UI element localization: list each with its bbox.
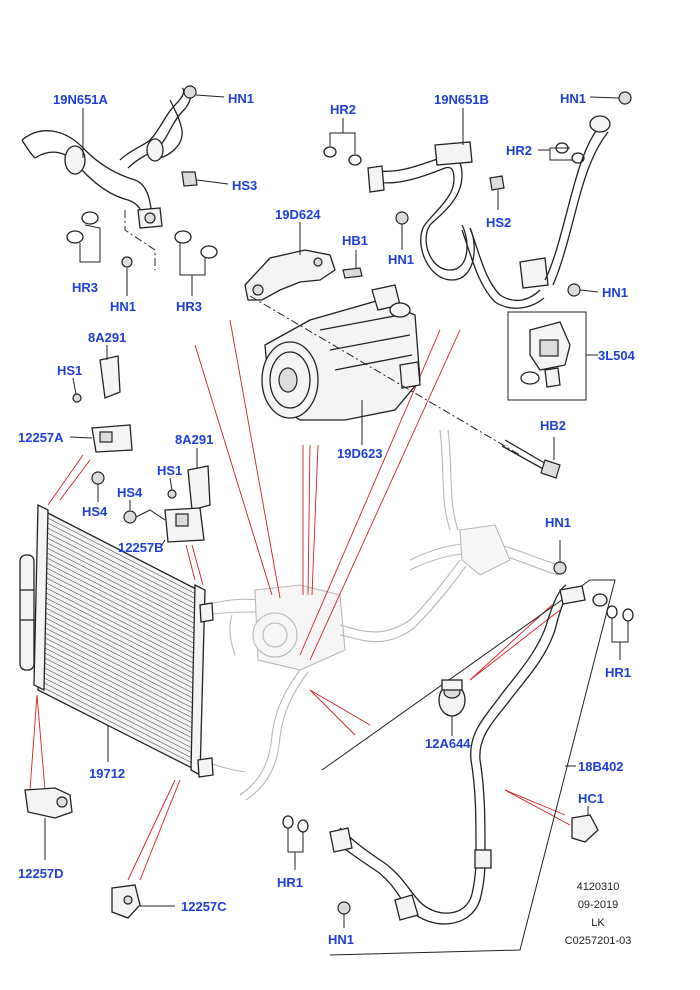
bolt-HB2 [501, 437, 561, 479]
label-18B402: 18B402 [578, 759, 624, 774]
hose-19N651B [323, 91, 632, 309]
red-leader-lines [29, 319, 571, 881]
label-3L504: 3L504 [598, 348, 636, 363]
label-HN1-bottom: HN1 [328, 932, 354, 947]
label-HR2-left: HR2 [330, 102, 356, 117]
label-19712: 19712 [89, 766, 125, 781]
part-labels: 19N651A HN1 HS3 HR3 HN1 HR3 HR2 19N651B … [18, 91, 636, 947]
label-HN1-center: HN1 [388, 252, 414, 267]
label-HN1-top-left: HN1 [228, 91, 254, 106]
bolt-axis-line [249, 295, 521, 456]
pressure-switch-3L504 [507, 311, 598, 401]
label-19N651B: 19N651B [434, 92, 489, 107]
label-HS1-upper: HS1 [57, 363, 82, 378]
label-12257B: 12257B [118, 540, 164, 555]
label-HR3-right: HR3 [176, 299, 202, 314]
label-12257A: 12257A [18, 430, 64, 445]
label-HB1: HB1 [342, 233, 368, 248]
condenser-19712 [19, 503, 214, 778]
label-12257D: 12257D [18, 866, 64, 881]
label-HR1-left: HR1 [277, 875, 303, 890]
label-HR2-right: HR2 [506, 143, 532, 158]
bracket-19D624 [244, 222, 363, 301]
installed-assembly-ghost [199, 429, 561, 801]
label-19D623: 19D623 [337, 446, 383, 461]
meta-id: 4120310 [577, 881, 620, 893]
bracket-12257A [69, 345, 133, 502]
label-12257C: 12257C [181, 899, 227, 914]
label-HS2: HS2 [486, 215, 511, 230]
label-HC1: HC1 [578, 791, 604, 806]
label-HN1-left: HN1 [110, 299, 136, 314]
label-HS1-lower: HS1 [157, 463, 182, 478]
label-HS4-right: HS4 [117, 485, 143, 500]
hose-19N651A [21, 85, 229, 296]
label-HN1-top-right: HN1 [560, 91, 586, 106]
drawing-reference-block: 4120310 09-2019 LK C0257201-03 [565, 881, 632, 947]
meta-code: C0257201-03 [565, 935, 632, 947]
hose-18B402 [282, 540, 634, 956]
bracket-12257B [123, 448, 211, 549]
label-19N651A: 19N651A [53, 92, 109, 107]
label-8A291-upper: 8A291 [88, 330, 126, 345]
compressor-19D623 [261, 284, 421, 445]
label-12A644: 12A644 [425, 736, 471, 751]
label-HS3: HS3 [232, 178, 257, 193]
meta-date: 09-2019 [578, 899, 618, 911]
clip-12257D [24, 787, 73, 860]
label-HN1-right: HN1 [602, 285, 628, 300]
clip-12257C [111, 884, 175, 919]
label-HS4-left: HS4 [82, 504, 108, 519]
label-HR1-right: HR1 [605, 665, 631, 680]
label-8A291-lower: 8A291 [175, 432, 213, 447]
label-HB2: HB2 [540, 418, 566, 433]
label-HR3-left: HR3 [72, 280, 98, 295]
meta-model: LK [591, 917, 605, 929]
label-HN1-lower-right: HN1 [545, 515, 571, 530]
label-19D624: 19D624 [275, 207, 321, 222]
